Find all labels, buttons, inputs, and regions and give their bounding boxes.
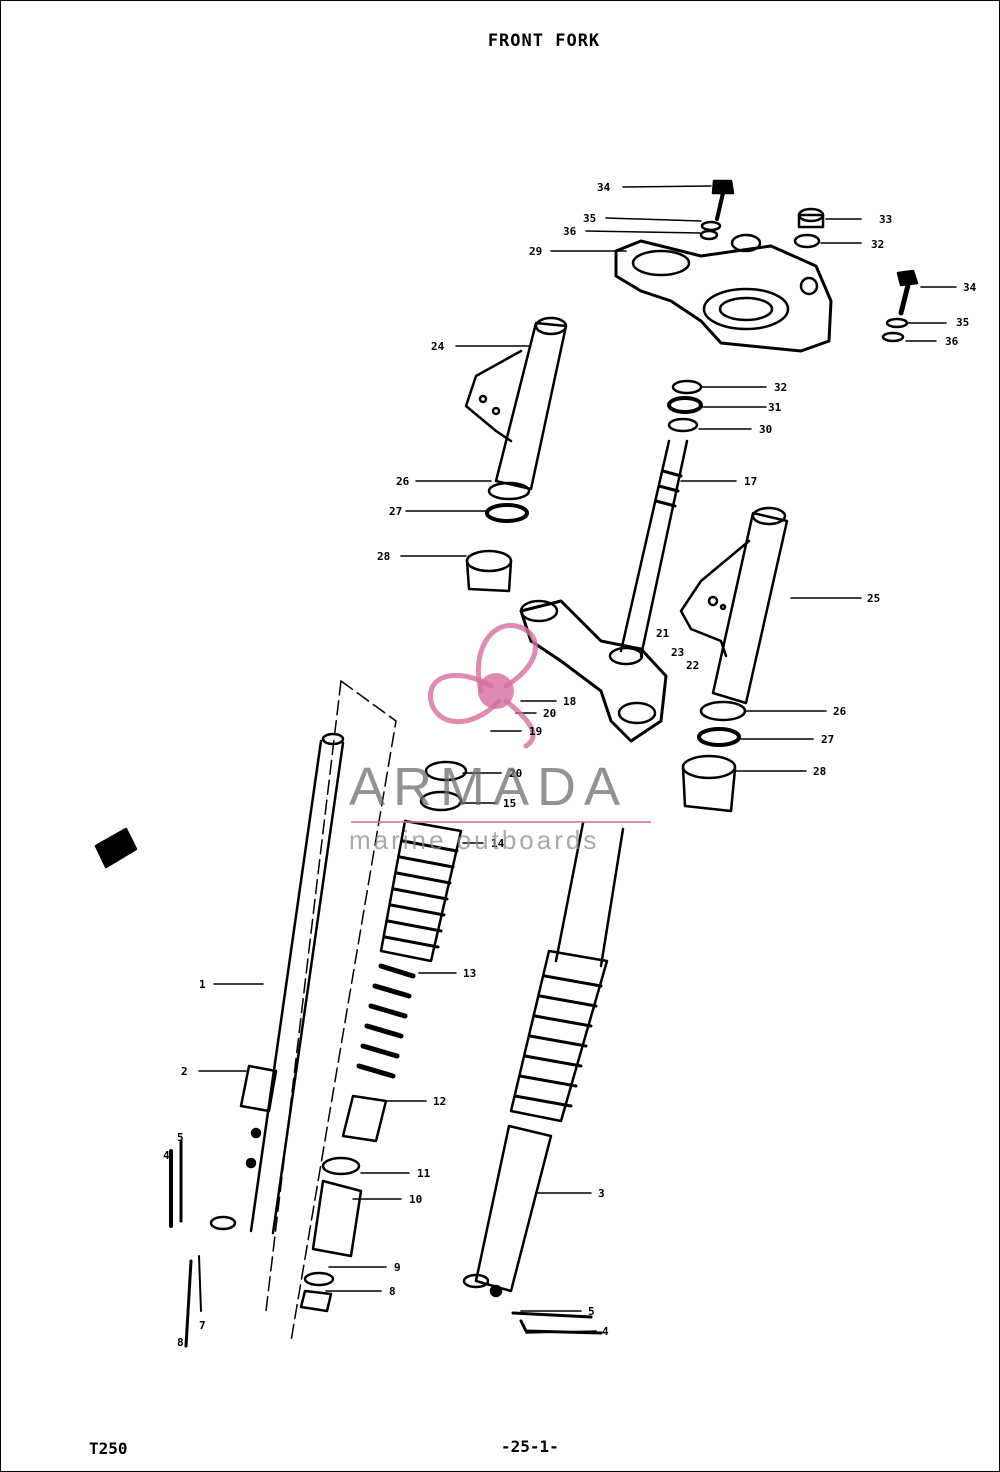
callout-label: 22	[686, 659, 699, 672]
callout-label: 33	[879, 213, 892, 226]
upper-bracket-part	[614, 233, 833, 353]
left-cushion-part	[465, 481, 531, 593]
left-inner-tube-part	[209, 732, 345, 1235]
callout-label: 14	[491, 837, 505, 850]
callout-label: 35	[956, 316, 969, 329]
callout-label: 27	[389, 505, 402, 518]
callout-label: 35	[583, 212, 596, 225]
lower-bracket-part	[519, 599, 668, 743]
callout-label: 24	[431, 340, 445, 353]
page-title: FRONT FORK	[487, 31, 601, 51]
steering-stem-part	[619, 439, 689, 658]
callout-label: 31	[768, 401, 782, 414]
callout-label: 2	[181, 1065, 188, 1078]
callout-label: 5	[588, 1305, 595, 1318]
callout-label: 5	[177, 1131, 184, 1144]
nut-washer-part	[793, 207, 825, 249]
stem-stack-part	[667, 379, 703, 433]
callout-label: 36	[563, 225, 577, 238]
callout-label: 10	[409, 1193, 422, 1206]
watermark-tagline: marine outboards	[349, 825, 600, 855]
callout-label: 13	[463, 967, 476, 980]
callout-label: 27	[821, 733, 834, 746]
callout-label: 28	[813, 765, 826, 778]
callout-label: 8	[389, 1285, 396, 1298]
right-cushion-part	[681, 700, 747, 813]
callout-label: 32	[871, 238, 884, 251]
callout-label: 26	[833, 705, 847, 718]
right-bolt-part	[881, 269, 919, 343]
callout-labels: 34 35 36 29 33 32 34 35 36 24 32 31 30 1…	[163, 181, 977, 1349]
callout-label: 36	[945, 335, 959, 348]
callout-label: 8	[177, 1336, 184, 1349]
callout-label: 11	[417, 1167, 431, 1180]
left-fork-outer-part	[265, 680, 397, 1342]
callout-label: 20	[509, 767, 522, 780]
watermark-divider	[351, 821, 651, 823]
callout-label: 34	[597, 181, 611, 194]
leader-lines	[198, 185, 957, 1334]
callout-label: 12	[433, 1095, 446, 1108]
left-upper-cover-part	[464, 316, 568, 491]
callout-label: 1	[199, 978, 206, 991]
model-code: T250	[89, 1439, 128, 1458]
callout-label: 29	[529, 245, 542, 258]
callout-label: 4	[602, 1325, 609, 1338]
right-fork-outer-part	[462, 821, 625, 1335]
callout-label: 19	[529, 725, 542, 738]
callout-label: 26	[396, 475, 410, 488]
callout-label: 21	[656, 627, 670, 640]
callout-label: 25	[867, 592, 880, 605]
callout-label: 17	[744, 475, 757, 488]
top-bolt-part	[699, 179, 735, 241]
callout-label: 23	[671, 646, 684, 659]
watermark-logo	[428, 622, 538, 749]
callout-label: 18	[563, 695, 576, 708]
callout-label: 9	[394, 1261, 401, 1274]
callout-label: 30	[759, 423, 772, 436]
small-bolt-part	[169, 1139, 202, 1348]
rubber-block-part	[94, 827, 138, 869]
left-boot-spring-part	[299, 760, 468, 1313]
callout-label: 28	[377, 550, 390, 563]
callout-label: 15	[503, 797, 516, 810]
watermark-name: ARMADA	[349, 757, 629, 817]
callout-label: 3	[598, 1187, 605, 1200]
callout-label: 20	[543, 707, 556, 720]
callout-label: 4	[163, 1149, 170, 1162]
callout-label: 7	[199, 1319, 206, 1332]
page-number: -25-1-	[501, 1437, 559, 1456]
callout-label: 34	[963, 281, 977, 294]
callout-label: 32	[774, 381, 787, 394]
right-upper-cover-part	[679, 506, 789, 705]
